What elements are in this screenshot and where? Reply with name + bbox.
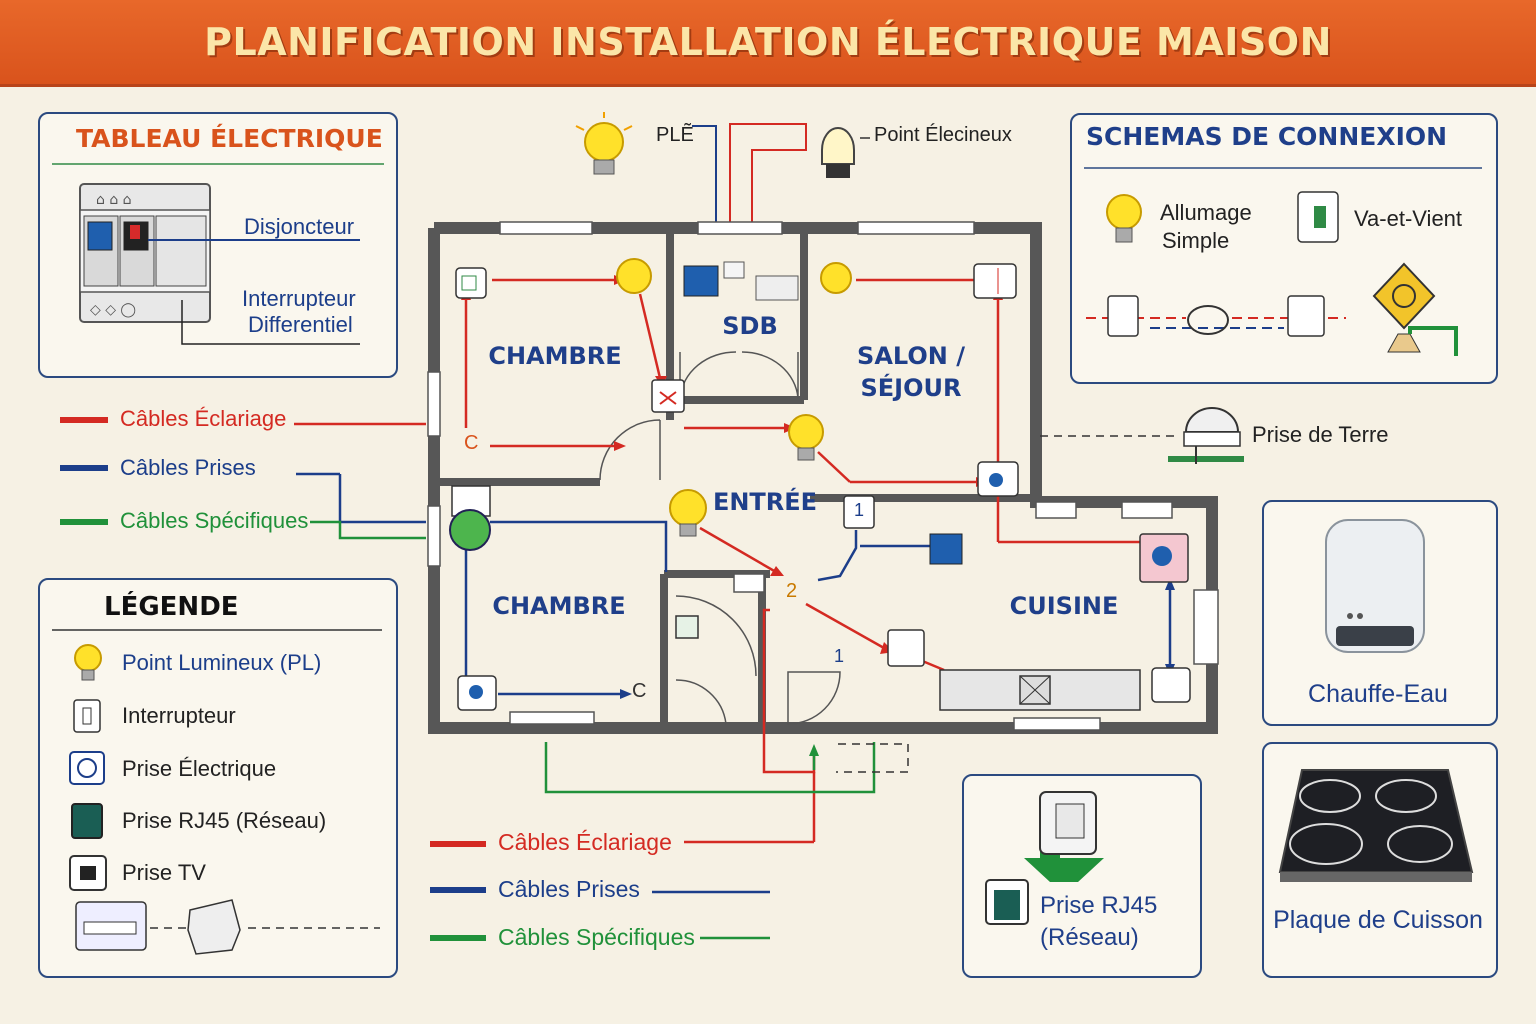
va-et-vient-label: Va-et-Vient	[1354, 206, 1463, 231]
differentiel-label-1: Interrupteur	[242, 286, 356, 311]
chauffe-eau-label: Chauffe-Eau	[1308, 680, 1448, 708]
legend-item-bulb: Point Lumineux (PL)	[122, 650, 322, 675]
panel-schemas	[1070, 113, 1498, 384]
legend-title: LÉGENDE	[104, 592, 239, 622]
allumage-label-1: Allumage	[1160, 200, 1252, 225]
top-pl-label: PLẼ	[656, 124, 694, 146]
plan-mark-2: 2	[786, 580, 798, 602]
schemas-title: SCHEMAS DE CONNEXION	[1086, 122, 1448, 151]
cable-specifiques-bottom: Câbles Spécifiques	[498, 924, 695, 950]
water-heater-icon	[1325, 519, 1425, 653]
room-salon-1: SALON /	[857, 342, 965, 370]
legend-item-switch: Interrupteur	[122, 703, 236, 728]
plaque-label: Plaque de Cuisson	[1273, 906, 1483, 934]
tableau-title: TABLEAU ÉLECTRIQUE	[76, 124, 383, 153]
plan-bulbs	[616, 258, 852, 537]
room-salon-2: SÉJOUR	[860, 374, 962, 402]
svg-text:⌂ ⌂ ⌂: ⌂ ⌂ ⌂	[96, 192, 132, 208]
legend-item-tv: Prise TV	[122, 860, 206, 885]
legend-item-socket: Prise Électrique	[122, 756, 277, 781]
rj45-label-1: Prise RJ45	[1040, 892, 1158, 919]
rj45-label-2: (Réseau)	[1040, 924, 1139, 951]
room-chambre-bottom: CHAMBRE	[492, 592, 626, 620]
top-bulb-2-icon	[821, 127, 855, 178]
cable-eclairage-left: Câbles Éclariage	[120, 406, 287, 431]
prise-terre-label: Prise de Terre	[1252, 422, 1389, 447]
title-banner: PLANIFICATION INSTALLATION ÉLECTRIQUE MA…	[0, 0, 1536, 87]
top-point-label: Point Élecineux	[874, 124, 1012, 146]
plan-socket-c2: C	[632, 680, 647, 702]
room-cuisine: CUISINE	[1009, 592, 1119, 620]
legend-icons	[69, 644, 241, 955]
cable-eclairage-bottom: Câbles Éclariage	[498, 829, 672, 855]
page-title: PLANIFICATION INSTALLATION ÉLECTRIQUE MA…	[204, 20, 1332, 64]
disjoncteur-label: Disjoncteur	[244, 214, 355, 239]
cable-prises-left: Câbles Prises	[120, 455, 256, 480]
cable-prises-bottom: Câbles Prises	[498, 876, 640, 902]
breaker-panel-icon: ⌂ ⌂ ⌂ ◇ ◇ ◯	[79, 183, 211, 323]
plan-socket-c1: C	[464, 432, 479, 454]
schema-icons	[1106, 191, 1458, 356]
plan-mark-1: 1	[834, 646, 845, 666]
legend-item-rj45: Prise RJ45 (Réseau)	[122, 808, 327, 833]
differentiel-label-2: Differentiel	[248, 312, 353, 337]
cooktop-icon	[1278, 769, 1474, 882]
top-bulb-1-icon	[575, 112, 633, 175]
svg-text:◇ ◇ ◯: ◇ ◇ ◯	[90, 302, 136, 318]
ground-icon	[1168, 407, 1244, 464]
allumage-label-2: Simple	[1162, 228, 1230, 253]
room-sdb: SDB	[722, 312, 778, 340]
rj45-box-icons	[985, 791, 1104, 925]
plan-mark-1b: 1	[854, 500, 865, 520]
house-walls	[428, 222, 1218, 734]
room-chambre-top: CHAMBRE	[488, 342, 622, 370]
cable-specifiques-left: Câbles Spécifiques	[120, 508, 309, 533]
room-entree: ENTRÉE	[712, 488, 818, 516]
